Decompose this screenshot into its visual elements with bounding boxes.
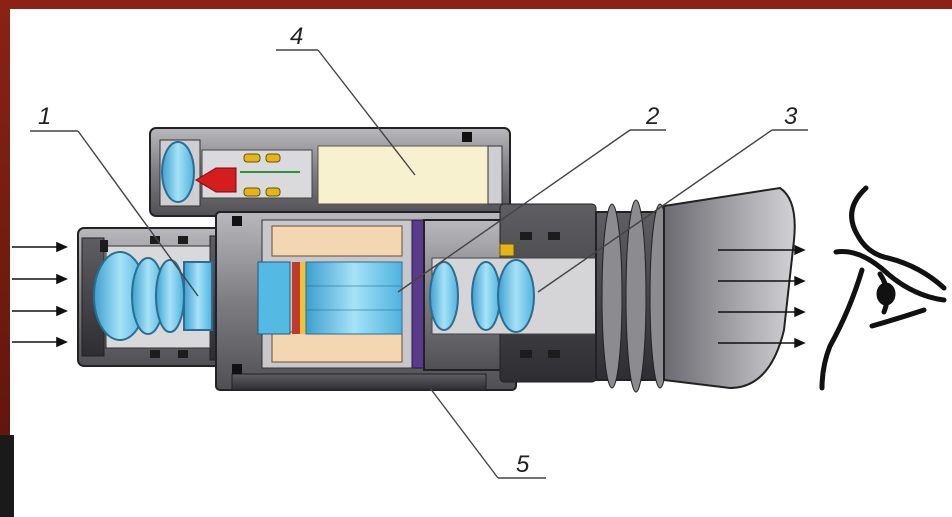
eye-icon [819, 185, 947, 391]
led-contacts [243, 153, 281, 197]
callout-2: 2 [645, 103, 659, 130]
battery-illuminator-housing [149, 127, 511, 217]
dark-corner [0, 435, 14, 517]
eyepiece-assembly [423, 203, 603, 383]
rubber-bellows [595, 199, 671, 393]
eyecup [663, 186, 796, 390]
callout-leaders [30, 49, 808, 479]
callout-4: 4 [290, 23, 303, 50]
objective-lens-assembly [77, 227, 239, 367]
callout-3: 3 [784, 103, 798, 130]
callout-1: 1 [38, 103, 51, 130]
outgoing-light-arrow-icon [718, 244, 806, 349]
callout-5: 5 [516, 451, 530, 478]
incoming-light-arrow-icon [12, 241, 68, 348]
